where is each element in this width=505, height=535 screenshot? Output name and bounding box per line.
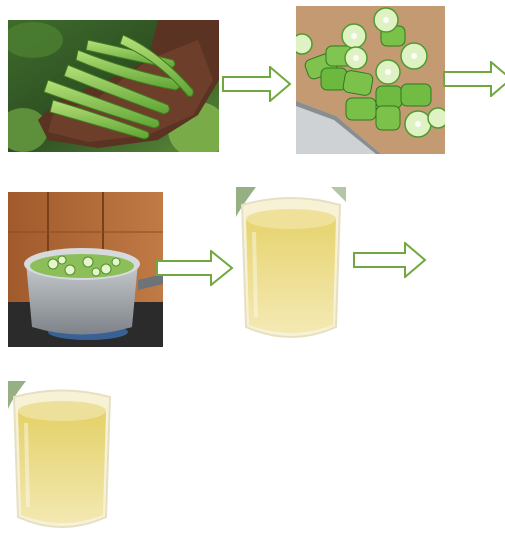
flow-arrow-2: [443, 61, 505, 97]
final-okra-water-glass-image: [8, 381, 116, 535]
flow-arrow-3: [156, 250, 234, 286]
okra-in-hand-image: [8, 20, 219, 152]
chopped-okra-image: [296, 6, 445, 154]
flow-arrow-1: [222, 66, 292, 102]
okra-boiling-pot-image: [8, 192, 163, 347]
flow-arrow-4: [353, 242, 427, 278]
okra-water-glass-image: [236, 187, 346, 345]
